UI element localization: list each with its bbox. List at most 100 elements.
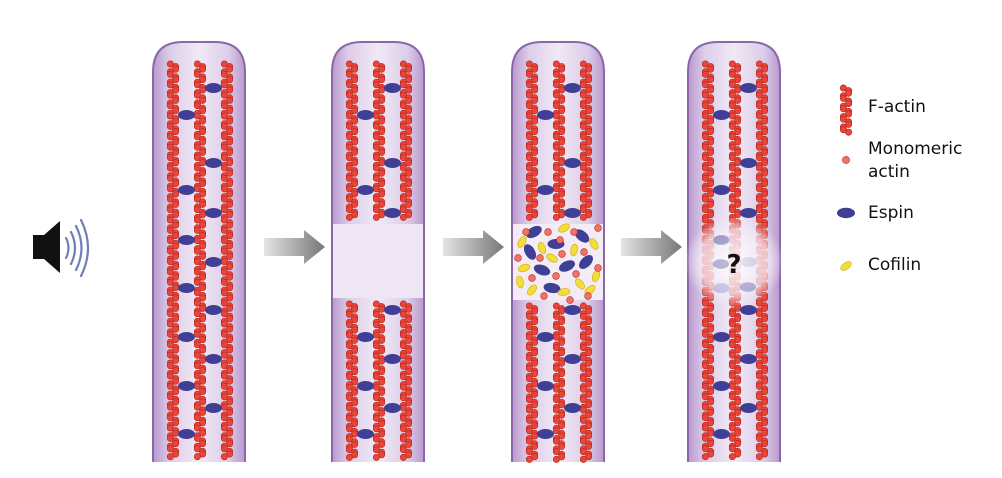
stereocilia-panels: ? — [152, 41, 784, 463]
stereocilium-panel-1 — [152, 41, 246, 462]
monomeric-actin-molecule — [540, 292, 548, 300]
filament-gap — [333, 224, 423, 298]
legend-item-espin: Espin — [837, 203, 914, 223]
monomeric-actin-molecule — [584, 292, 592, 300]
f-actin-filament — [552, 60, 566, 221]
espin-molecule — [713, 381, 730, 391]
espin-molecule — [357, 110, 374, 120]
espin-molecule — [564, 158, 581, 168]
stereocilium-membrane — [511, 41, 605, 462]
f-actin-filament — [579, 60, 593, 221]
f-actin-filament — [372, 60, 386, 221]
f-actin-filament — [399, 300, 413, 461]
monomeric-actin-molecule — [580, 248, 588, 256]
legend-item-cofilin: Cofilin — [840, 255, 921, 275]
process-arrow-icon — [264, 230, 325, 264]
espin-molecule — [579, 255, 593, 269]
espin-molecule — [543, 282, 561, 294]
espin-molecule — [559, 260, 575, 272]
espin-molecule — [526, 225, 542, 239]
f-actin-filament — [220, 60, 234, 461]
espin-molecule — [740, 403, 757, 413]
espin-molecule — [564, 83, 581, 93]
monomeric-actin-molecule — [552, 272, 560, 280]
espin-molecule — [564, 354, 581, 364]
espin-molecule — [178, 283, 195, 293]
stereocilium-membrane — [687, 41, 781, 462]
f-actin-filament — [552, 302, 566, 463]
monomeric-actin-molecule — [522, 228, 530, 236]
legend-label-espin: Espin — [868, 203, 914, 223]
espin-molecule — [537, 110, 554, 120]
stereocilium-membrane — [152, 41, 246, 462]
espin-molecule — [740, 208, 757, 218]
espin-molecule — [564, 208, 581, 218]
repair-zone — [513, 223, 603, 304]
monomeric-actin-molecule — [536, 254, 544, 262]
espin-molecule — [205, 208, 222, 218]
process-arrows — [264, 230, 682, 264]
espin-molecule — [384, 305, 401, 315]
espin-molecule — [357, 381, 374, 391]
espin-molecule — [523, 244, 537, 260]
espin-molecule — [178, 381, 195, 391]
monomeric-actin-molecule — [556, 236, 564, 244]
cofilin-molecule — [589, 238, 599, 250]
process-arrow-icon — [621, 230, 682, 264]
espin-molecule — [713, 185, 730, 195]
monomeric-actin-molecule — [544, 228, 552, 236]
cofilin-molecule — [546, 253, 558, 263]
espin-molecule — [564, 305, 581, 315]
espin-molecule — [357, 332, 374, 342]
monomeric-actin-molecule — [566, 296, 574, 304]
espin-molecule — [205, 257, 222, 267]
espin-molecule — [205, 158, 222, 168]
f-actin-icon — [839, 84, 853, 136]
monomeric-actin-molecule — [594, 224, 602, 232]
espin-molecule — [205, 83, 222, 93]
espin-icon — [837, 207, 855, 219]
legend-item-f-actin: F-actin — [839, 84, 926, 136]
cofilin-molecule — [575, 278, 585, 290]
espin-molecule — [537, 429, 554, 439]
f-actin-filament — [399, 60, 413, 221]
espin-molecule — [384, 158, 401, 168]
cofilin-molecule — [557, 288, 571, 296]
espin-molecule — [205, 305, 222, 315]
espin-molecule — [713, 429, 730, 439]
espin-molecule — [178, 332, 195, 342]
process-arrow-icon — [443, 230, 504, 264]
monomeric-actin-molecule — [514, 254, 522, 262]
stereocilium-panel-2 — [331, 41, 425, 462]
espin-molecule — [533, 264, 551, 276]
espin-molecule — [740, 83, 757, 93]
cofilin-molecule — [516, 275, 524, 289]
monomeric-actin-molecule — [570, 228, 578, 236]
espin-molecule — [178, 429, 195, 439]
espin-molecule — [205, 354, 222, 364]
f-actin-filament — [345, 300, 359, 461]
stereocilium-panel-3 — [511, 41, 605, 463]
espin-molecule — [537, 381, 554, 391]
espin-molecule — [205, 403, 222, 413]
f-actin-filament — [372, 300, 386, 461]
espin-molecule — [537, 332, 554, 342]
espin-molecule — [384, 403, 401, 413]
f-actin-filament — [193, 60, 207, 461]
unknown-repair-zone: ? — [684, 216, 784, 308]
f-actin-filament — [345, 60, 359, 221]
speaker-icon — [33, 221, 60, 273]
cofilin-icon — [840, 261, 852, 271]
legend-label-f-actin: F-actin — [868, 97, 926, 117]
espin-molecule — [574, 229, 590, 243]
espin-molecule — [384, 83, 401, 93]
monomeric-actin-molecule — [594, 264, 602, 272]
espin-molecule — [178, 185, 195, 195]
espin-molecule — [740, 305, 757, 315]
stereocilium-membrane — [331, 41, 425, 462]
cofilin-molecule — [570, 243, 578, 257]
